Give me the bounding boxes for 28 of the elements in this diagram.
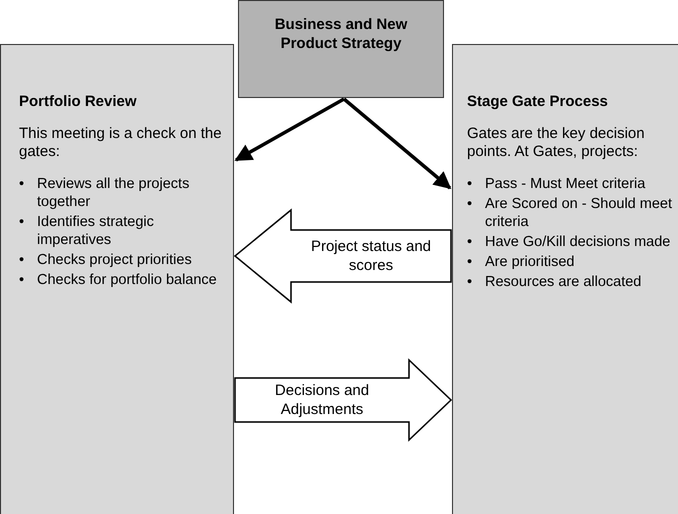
bullet-text: Reviews all the projects together [37,175,190,211]
bullet-text: Are Scored on - Should meet criteria [485,195,673,231]
bullet-marker: • [467,233,474,251]
panel-heading: Stage Gate Process [467,93,609,111]
bullet-text: Are prioritised [485,253,574,271]
bullet-marker: • [467,253,474,271]
bullet-text: Pass - Must Meet criteria [485,175,646,193]
arrow [342,98,452,190]
bullet-marker: • [19,213,26,232]
arrow [234,97,345,162]
panel-description: Gates are the key decision points. At Gates, projects: [467,125,646,161]
panel-description: This meeting is a check on the gates: [19,125,223,161]
panel [452,44,678,514]
bullet-text: Checks for portfolio balance [37,271,217,289]
bullet-marker: • [467,175,474,193]
bullet-marker: • [467,273,474,291]
bullet-marker: • [19,271,26,289]
bullet-text: Have Go/Kill decisions made [485,233,670,251]
bullet-marker: • [19,251,26,269]
strategy-box [238,0,444,98]
bullet-text: Identifies strategic imperatives [37,213,155,249]
box-title: Business and New Product Strategy [274,15,408,53]
bullet-text: Checks project priorities [37,251,192,269]
panel [0,44,234,514]
bullet-marker: • [19,175,26,194]
panel-heading: Portfolio Review [19,93,138,111]
bullet-text: Resources are allocated [485,273,642,291]
bullet-marker: • [467,195,474,214]
